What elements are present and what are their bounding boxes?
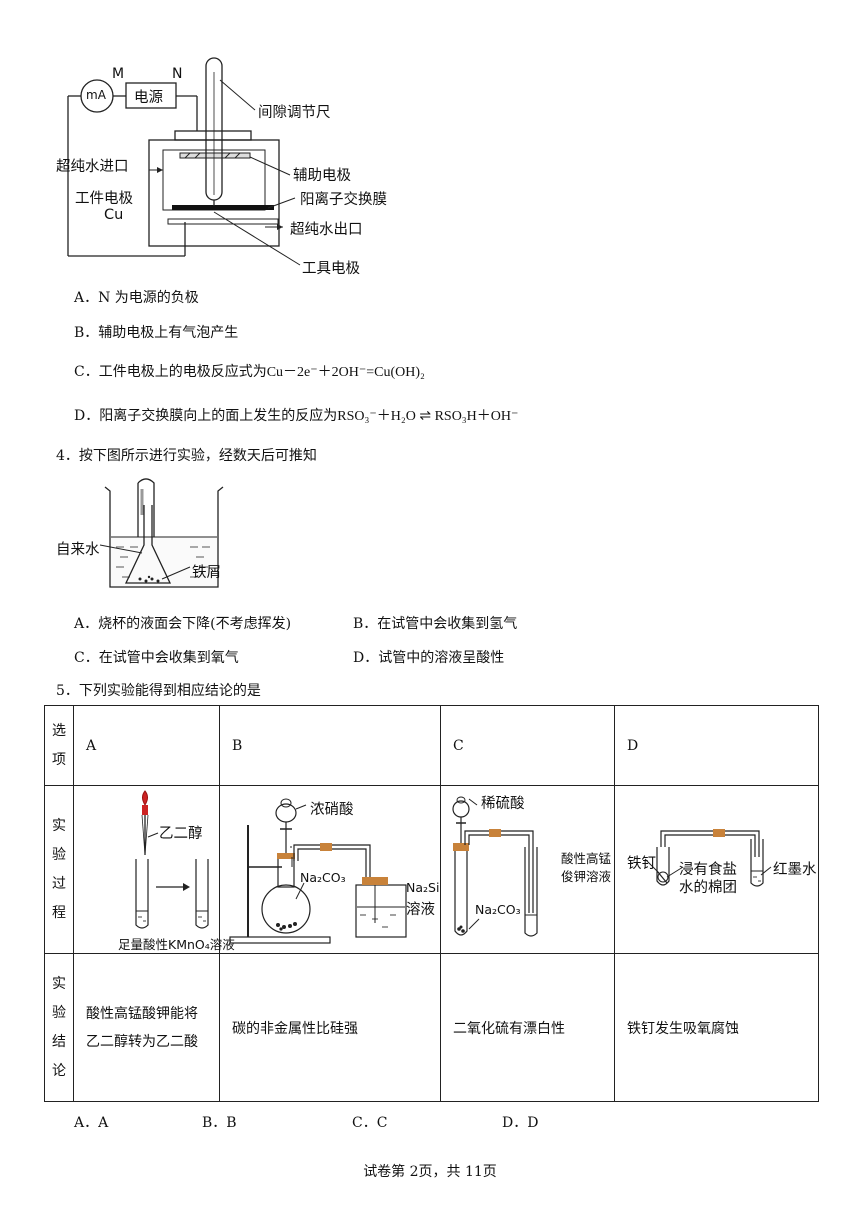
water-in-label: 超纯水进口 <box>56 159 129 175</box>
table-row-header: 选项 A B C D <box>44 705 819 786</box>
c-solid-label: Na₂CO₃ <box>475 902 521 917</box>
process-c-cell: 稀硫酸 Na₂CO₃ 酸性高锰 俊钾溶液 <box>440 785 615 954</box>
diagram-d <box>644 828 772 887</box>
q3-option-a: A．N 为电源的负极 <box>74 290 199 306</box>
conclusion-a: 酸性高锰酸钾能将乙二醇转为乙二酸 <box>73 953 220 1102</box>
q3-option-c: C．工件电极上的电极反应式为Cu－2e⁻＋2OH⁻=Cu(OH)₂ <box>74 364 425 380</box>
b-acid-label: 浓硝酸 <box>310 802 354 818</box>
page-footer: 试卷第 2页，共 11页 <box>363 1164 497 1180</box>
n-label: N <box>172 66 183 82</box>
electrolysis-diagram <box>67 57 301 266</box>
q3-c-formula: Cu－2e⁻＋2OH⁻=Cu(OH)₂ <box>266 365 425 380</box>
conclusion-d: 铁钉发生吸氧腐蚀 <box>614 953 819 1102</box>
b-sol1-label: Na₂Si <box>406 880 440 895</box>
q5-option-c: C．C <box>352 1115 388 1131</box>
q4-option-d: D．试管中的溶液呈酸性 <box>353 650 505 666</box>
diagram-a <box>135 789 209 929</box>
process-d-cell: 铁钉 浸有食盐 水的棉团 红墨水 <box>614 785 819 954</box>
process-b-cell: 浓硝酸 Na₂CO₃ Na₂Si 溶液 <box>219 785 441 954</box>
tool-electrode-label: 工具电极 <box>302 261 360 277</box>
q4-option-a: A．烧杯的液面会下降(不考虑挥发) <box>74 616 292 632</box>
c-acid-label: 稀硫酸 <box>481 796 525 812</box>
m-label: M <box>112 66 125 82</box>
tap-water-label: 自来水 <box>56 542 100 558</box>
cu-label: Cu <box>104 207 124 223</box>
d-cotton2-label: 水的棉团 <box>679 880 737 896</box>
q3-option-b: B．辅助电极上有气泡产生 <box>74 325 239 341</box>
conclusion-label-cell: 实验结论 <box>44 953 74 1102</box>
c-sol1-label: 酸性高锰 <box>561 851 612 866</box>
c-sol2-label: 俊钾溶液 <box>561 869 612 884</box>
d-ink-label: 红墨水 <box>773 862 817 878</box>
d-nail-label: 铁钉 <box>627 856 656 872</box>
membrane-label: 阳离子交换膜 <box>300 192 387 208</box>
table-row-conclusion: 实验结论 酸性高锰酸钾能将乙二醇转为乙二酸 碳的非金属性比硅强 二氧化硫有漂白性… <box>44 953 819 1102</box>
header-a: A <box>73 705 220 786</box>
process-a-cell: 乙二醇 足量酸性KMnO₄溶液 <box>73 785 235 954</box>
q5-table: 选项 A B C D 实验过程 <box>44 705 819 1102</box>
iron-filings-label: 铁屑 <box>192 565 221 581</box>
diagram-c <box>452 796 538 937</box>
diagram-b <box>229 798 407 944</box>
work-electrode-label: 工件电极 <box>75 191 133 207</box>
table-row-process: 实验过程 乙二醇 足量酸性KMnO₄溶液 <box>44 785 819 954</box>
a-reagent-label: 乙二醇 <box>159 826 203 842</box>
beaker-diagram <box>99 478 224 588</box>
q4-option-b: B．在试管中会收集到氢气 <box>353 616 518 632</box>
header-b: B <box>219 705 441 786</box>
d-cotton1-label: 浸有食盐 <box>679 862 737 878</box>
b-sol2-label: 溶液 <box>406 902 435 918</box>
gap-ruler-label: 间隙调节尺 <box>258 105 331 121</box>
power-label: 电源 <box>134 90 163 106</box>
q5-option-b: B．B <box>202 1115 237 1131</box>
b-solid-label: Na₂CO₃ <box>300 870 346 885</box>
aux-electrode-label: 辅助电极 <box>293 168 351 184</box>
q3-d-formula: RSO₃⁻＋H₂O ⇌ RSO₃H＋OH⁻ <box>337 409 519 424</box>
conclusion-c: 二氧化硫有漂白性 <box>440 953 615 1102</box>
q3-option-d: D．阳离子交换膜向上的面上发生的反应为RSO₃⁻＋H₂O ⇌ RSO₃H＋OH⁻ <box>74 408 519 424</box>
q4-stem: 4．按下图所示进行实验，经数天后可推知 <box>56 448 317 464</box>
q5-stem: 5．下列实验能得到相应结论的是 <box>56 683 261 699</box>
header-d: D <box>614 705 819 786</box>
q4-option-c: C．在试管中会收集到氧气 <box>74 650 239 666</box>
water-out-label: 超纯水出口 <box>290 222 363 238</box>
q5-option-d: D．D <box>502 1115 539 1131</box>
conclusion-b: 碳的非金属性比硅强 <box>219 953 441 1102</box>
ma-label: mA <box>86 88 106 102</box>
process-label-cell: 实验过程 <box>44 785 74 954</box>
header-option-cell: 选项 <box>44 705 74 786</box>
header-c: C <box>440 705 615 786</box>
a-bottom-label: 足量酸性KMnO₄溶液 <box>118 937 235 952</box>
q5-option-a: A．A <box>74 1115 109 1131</box>
